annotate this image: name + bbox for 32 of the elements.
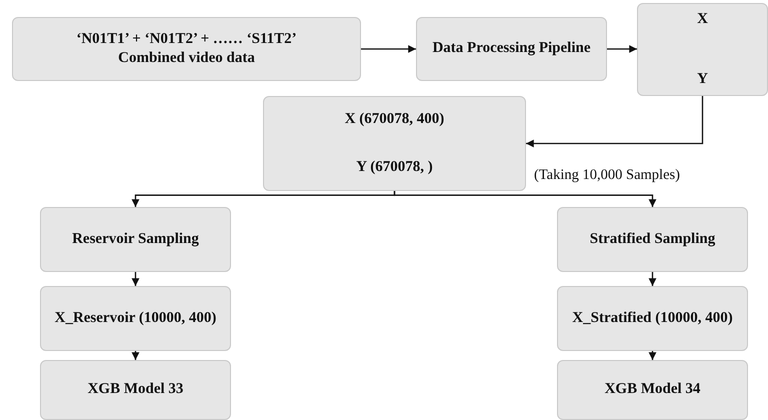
process-box (40, 207, 231, 272)
dataset-box (263, 96, 526, 191)
node-text: X_Reservoir (10000, 400) (54, 308, 216, 328)
node-text: Data Processing Pipeline (432, 39, 591, 58)
node-text: XGB Model 33 (88, 380, 184, 400)
arrow (132, 272, 140, 286)
process-box (557, 207, 748, 272)
node-text: Y (697, 70, 708, 88)
model-box (40, 360, 231, 420)
dataset-box (40, 286, 231, 351)
node-text: X_Stratified (10000, 400) (572, 308, 733, 328)
dataset-box (557, 286, 748, 351)
node-text: Combined video data (118, 49, 255, 68)
model-box (557, 360, 748, 420)
arrow (648, 272, 656, 286)
node-text: ‘N01T1’ + ‘N01T2’ + …… ‘S11T2’ (76, 30, 297, 48)
output-box (637, 3, 768, 96)
process-box (416, 17, 607, 81)
node-text: Y (670078, ) (356, 158, 433, 176)
node-text: X (670078, 400) (344, 110, 444, 129)
node-text: Stratified Sampling (590, 230, 716, 249)
arrow (361, 45, 416, 53)
arrow (526, 96, 704, 148)
node-text: X (697, 10, 708, 29)
note-text: (Taking 10,000 Samples) (534, 167, 680, 184)
arrow (648, 351, 656, 360)
arrow (132, 351, 140, 360)
source-data-box (12, 17, 361, 81)
arrow (607, 45, 637, 53)
node-text: Reservoir Sampling (72, 230, 199, 249)
node-text: XGB Model 34 (604, 380, 700, 400)
arrow (394, 191, 656, 207)
